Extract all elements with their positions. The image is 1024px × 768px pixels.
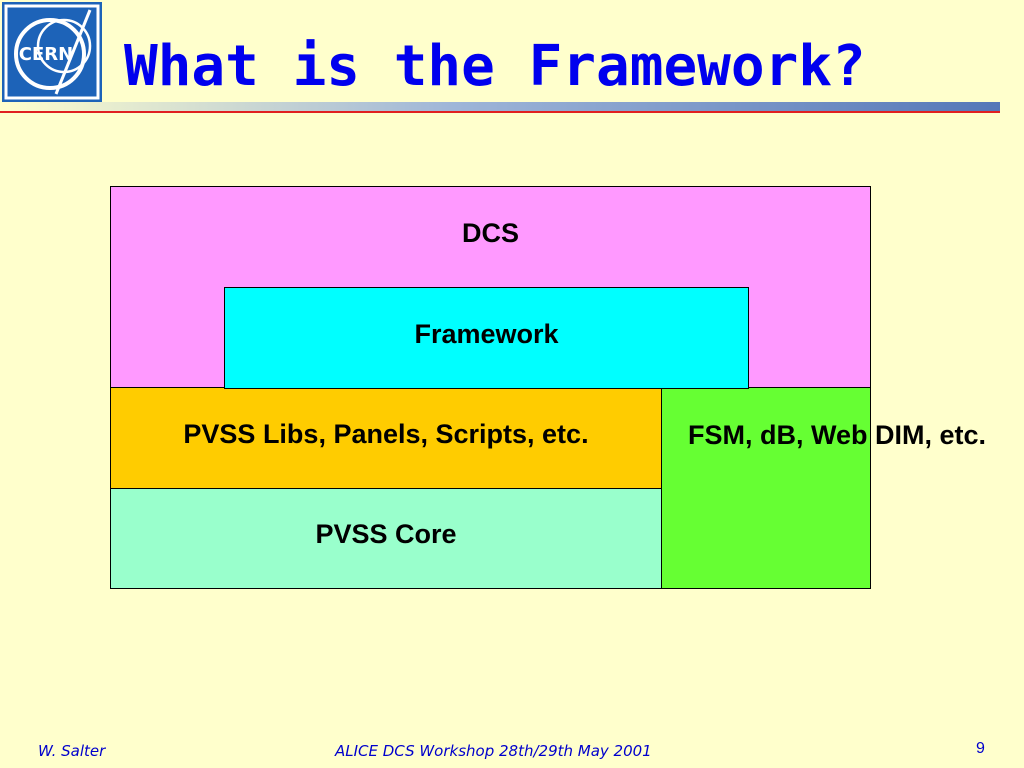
pvss-core-label: PVSS Core [315, 519, 457, 549]
dcs-label: DCS [461, 218, 519, 248]
fsm-label: FSM, dB, Web DIM, etc. [688, 420, 987, 450]
cern-logo-icon: CERN [2, 2, 102, 102]
title-rule [0, 102, 1000, 112]
cern-logo: CERN [2, 2, 102, 102]
title-rule-accent [0, 111, 1000, 113]
framework-box: Framework [224, 287, 749, 389]
footer-author: W. Salter [38, 742, 106, 760]
pvss-core-box: PVSS Core [110, 488, 662, 589]
page-number: 9 [976, 740, 985, 757]
pvss-libs-box: PVSS Libs, Panels, Scripts, etc. [110, 387, 662, 489]
pvss-libs-label: PVSS Libs, Panels, Scripts, etc. [183, 419, 589, 449]
slide-title: What is the Framework? [124, 34, 866, 99]
footer-event: ALICE DCS Workshop 28th/29th May 2001 [335, 742, 652, 760]
logo-text: CERN [19, 44, 73, 65]
fsm-box: FSM, dB, Web DIM, etc. [661, 387, 986, 589]
framework-label: Framework [414, 319, 559, 349]
